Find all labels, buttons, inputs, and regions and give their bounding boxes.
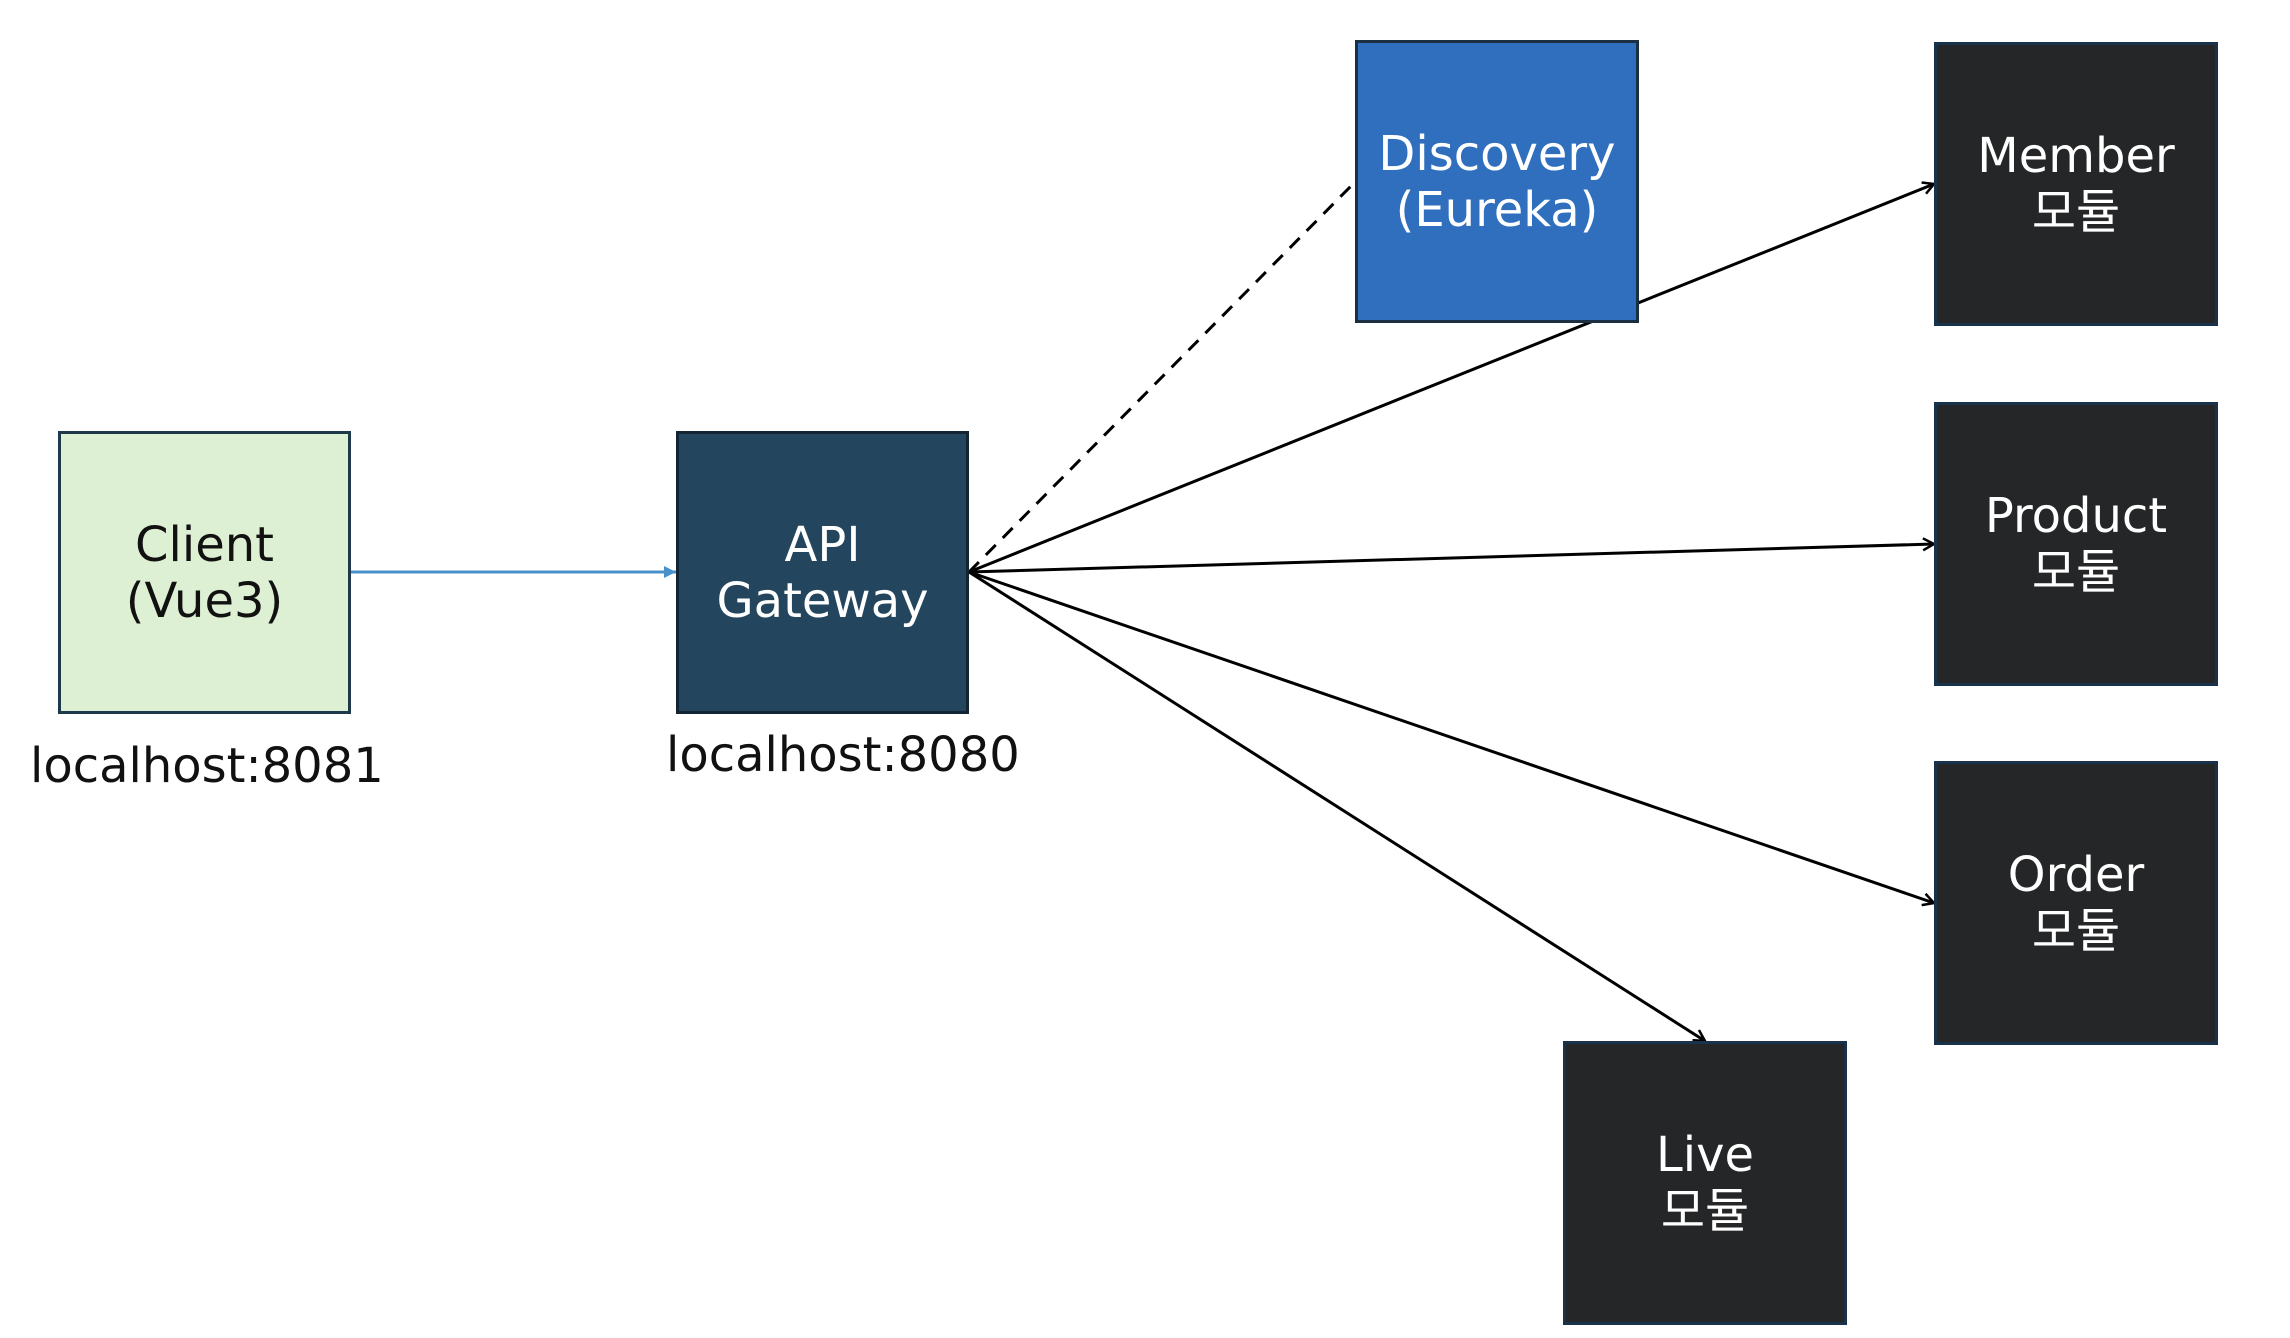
- member-module-node: Member 모듈: [1934, 42, 2218, 326]
- client-subtitle: (Vue3): [125, 572, 284, 629]
- gateway-to-product-arrow: [968, 544, 1934, 574]
- client-node: Client (Vue3): [58, 431, 351, 714]
- gateway-to-member-arrow: [968, 184, 1934, 574]
- product-module-node: Product 모듈: [1934, 402, 2218, 686]
- product-title: Product: [1984, 488, 2168, 544]
- api-gateway-node: API Gateway: [676, 431, 969, 714]
- member-title: Member: [1977, 128, 2175, 184]
- gateway-to-live-arrow: [968, 570, 1705, 1041]
- order-module-node: Order 모듈: [1934, 761, 2218, 1045]
- gateway-subtitle: Gateway: [716, 572, 929, 629]
- gateway-to-order-arrow: [968, 570, 1934, 903]
- order-title: Order: [2007, 847, 2145, 903]
- client-host-label: localhost:8081: [30, 738, 384, 794]
- gateway-host-label: localhost:8080: [666, 727, 1020, 783]
- client-title: Client: [135, 516, 274, 573]
- live-title: Live: [1655, 1127, 1754, 1183]
- gateway-to-discovery-dashed-line: [967, 180, 1357, 574]
- discovery-title: Discovery: [1378, 125, 1616, 182]
- live-module-node: Live 모듈: [1563, 1041, 1847, 1325]
- product-subtitle: 모듈: [2031, 544, 2121, 600]
- member-subtitle: 모듈: [2031, 184, 2121, 240]
- gateway-title: API: [784, 516, 861, 573]
- live-subtitle: 모듈: [1660, 1183, 1750, 1239]
- discovery-subtitle: (Eureka): [1395, 181, 1599, 238]
- discovery-node: Discovery (Eureka): [1355, 40, 1639, 323]
- order-subtitle: 모듈: [2031, 903, 2121, 959]
